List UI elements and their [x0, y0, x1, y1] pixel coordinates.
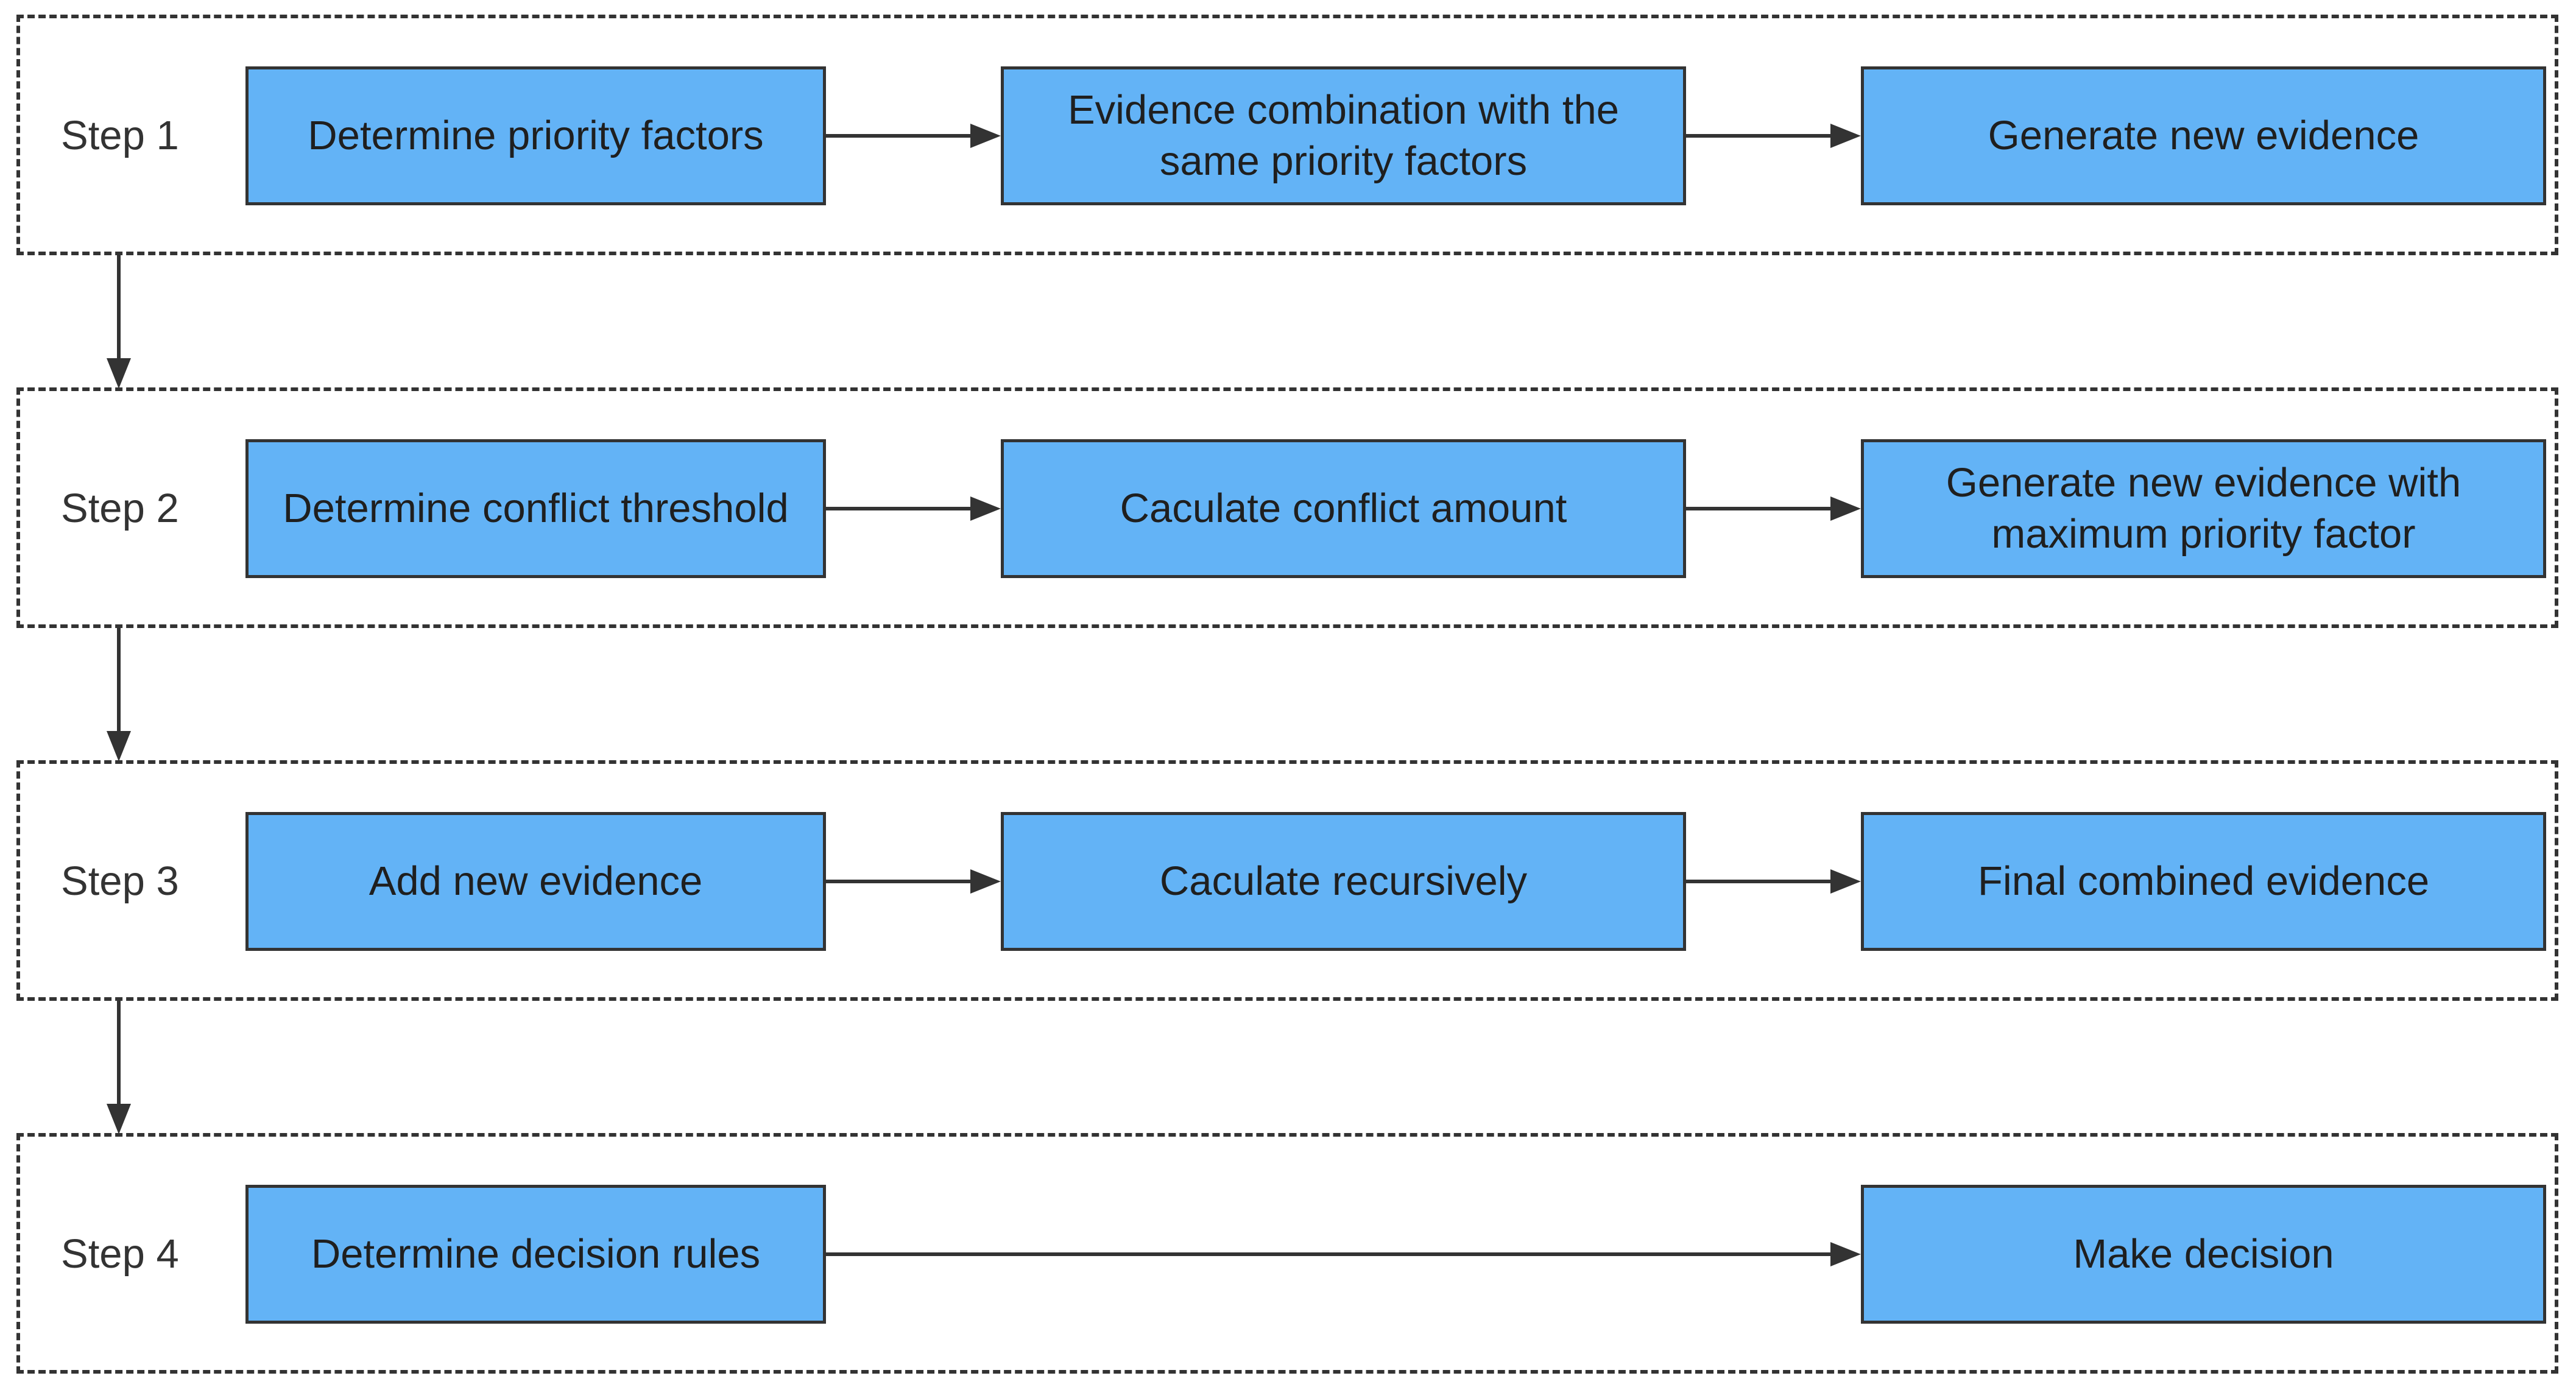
step-2-container: [16, 387, 2558, 628]
step-4-container: [16, 1133, 2558, 1374]
arrow-step1-node1-to-node2: [826, 124, 1001, 148]
step-1-label: Step 1: [61, 113, 179, 158]
node-final-combined-evidence: Final combined evidence: [1861, 812, 2546, 951]
step-4-label: Step 4: [61, 1231, 179, 1277]
node-calculate-conflict-amount: Caculate conflict amount: [1001, 439, 1686, 578]
node-label: Evidence combination with the same prior…: [1067, 87, 1620, 184]
node-make-decision: Make decision: [1861, 1185, 2546, 1324]
arrow-step4-node1-to-node2: [826, 1242, 1861, 1266]
node-generate-evidence-max-priority: Generate new evidence with maximum prior…: [1861, 439, 2546, 578]
node-determine-priority-factors: Determine priority factors: [245, 66, 826, 205]
node-determine-decision-rules: Determine decision rules: [245, 1185, 826, 1324]
arrow-step1-node2-to-node3: [1686, 124, 1861, 148]
step-2-label: Step 2: [61, 485, 179, 531]
step-1-container: [16, 15, 2558, 255]
node-label: Make decision: [2073, 1231, 2334, 1277]
node-determine-conflict-threshold: Determine conflict threshold: [245, 439, 826, 578]
node-label: Final combined evidence: [1977, 858, 2430, 904]
step-3-container: [16, 760, 2558, 1001]
node-label: Add new evidence: [369, 858, 703, 904]
node-label: Determine decision rules: [311, 1231, 761, 1277]
arrow-step2-to-step3: [107, 628, 131, 761]
node-calculate-recursively: Caculate recursively: [1001, 812, 1686, 951]
arrow-step2-node1-to-node2: [826, 496, 1001, 521]
node-evidence-combination: Evidence combination with the same prior…: [1001, 66, 1686, 205]
node-label: Determine priority factors: [308, 113, 764, 158]
arrow-step3-to-step4: [107, 1001, 131, 1134]
node-add-new-evidence: Add new evidence: [245, 812, 826, 951]
node-label: Caculate recursively: [1159, 858, 1528, 904]
arrow-step3-node1-to-node2: [826, 869, 1001, 894]
step-3-label: Step 3: [61, 858, 179, 904]
node-label: Generate new evidence: [1988, 113, 2419, 158]
node-label: Caculate conflict amount: [1120, 485, 1567, 531]
node-label: Generate new evidence with maximum prior…: [1946, 460, 2461, 557]
arrow-step3-node2-to-node3: [1686, 869, 1861, 894]
arrow-step2-node2-to-node3: [1686, 496, 1861, 521]
node-generate-new-evidence: Generate new evidence: [1861, 66, 2546, 205]
arrow-step1-to-step2: [107, 255, 131, 389]
node-label: Determine conflict threshold: [283, 485, 789, 531]
